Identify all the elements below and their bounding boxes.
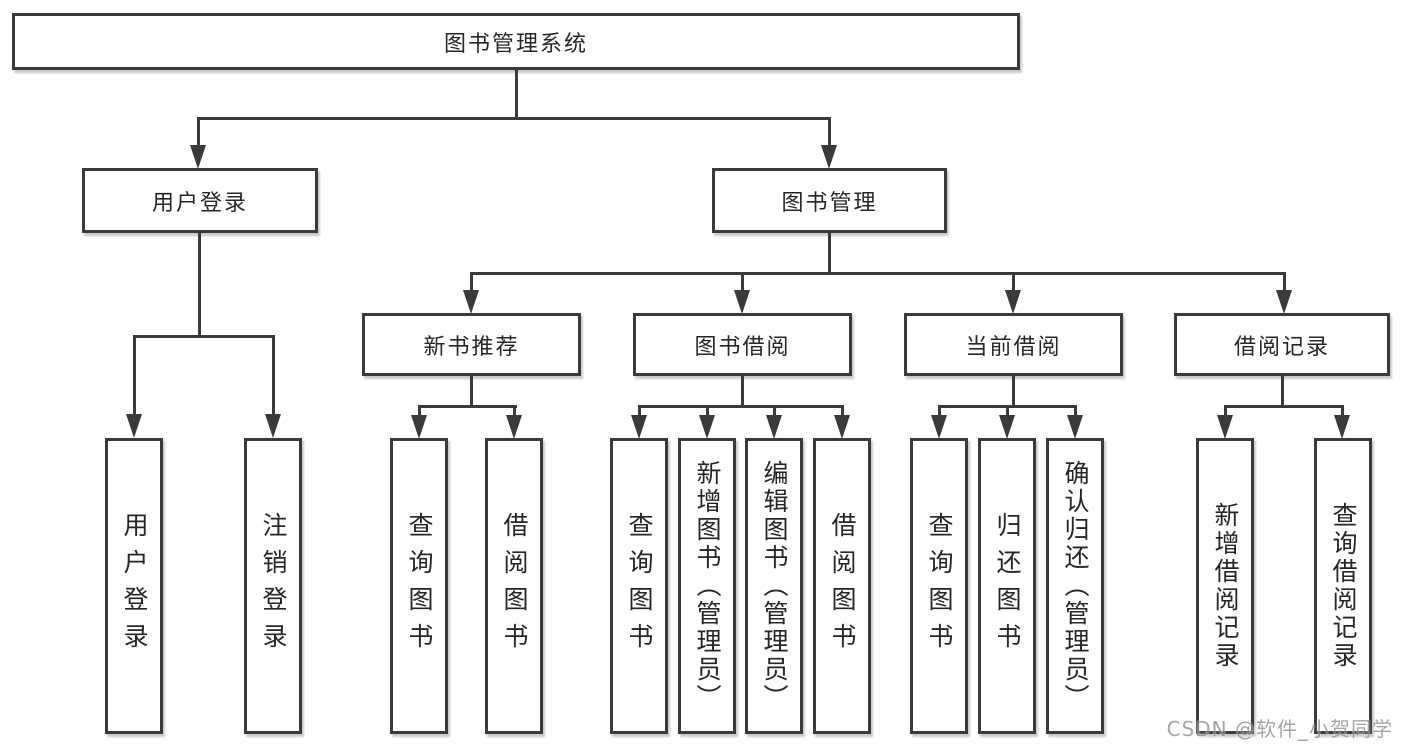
leaf-query-books-recommend-label: 查询图书 bbox=[405, 512, 434, 660]
connector-line bbox=[828, 233, 831, 275]
arrowhead-down-icon bbox=[999, 415, 1015, 439]
connector-line bbox=[638, 405, 844, 408]
connector-line bbox=[1012, 376, 1015, 408]
arrowhead-down-icon bbox=[734, 290, 750, 314]
leaf-logout: 注销登录 bbox=[244, 438, 302, 734]
connector-line bbox=[741, 272, 744, 294]
leaf-add-borrow-record-label: 新增借阅记录 bbox=[1211, 502, 1240, 670]
node-user-login-label: 用户登录 bbox=[151, 190, 248, 216]
connector-line bbox=[773, 405, 776, 419]
connector-line bbox=[638, 405, 641, 419]
node-book-borrowing-label: 图书借阅 bbox=[694, 334, 791, 360]
connector-line bbox=[272, 335, 275, 417]
node-borrowing-records: 借阅记录 bbox=[1174, 313, 1390, 376]
connector-line bbox=[828, 117, 831, 150]
arrowhead-down-icon bbox=[190, 145, 206, 169]
connector-line bbox=[1281, 376, 1284, 408]
leaf-add-borrow-record: 新增借阅记录 bbox=[1196, 438, 1254, 734]
arrowhead-down-icon bbox=[821, 145, 837, 169]
csdn-watermark: CSDN @软件_小贺同学 bbox=[1166, 717, 1393, 741]
arrowhead-down-icon bbox=[1276, 290, 1292, 314]
arrowhead-down-icon bbox=[1067, 415, 1083, 439]
leaf-return-books: 归还图书 bbox=[978, 438, 1036, 734]
leaf-borrow-books-label: 借阅图书 bbox=[828, 512, 857, 660]
leaf-confirm-return-admin-label: 确认归还（管理员） bbox=[1061, 460, 1090, 712]
leaf-user-login: 用户登录 bbox=[105, 438, 163, 734]
connector-line bbox=[1341, 405, 1344, 419]
connector-line bbox=[1283, 272, 1286, 294]
arrowhead-down-icon bbox=[631, 415, 647, 439]
leaf-borrow-books-recommend: 借阅图书 bbox=[485, 438, 543, 734]
connector-line bbox=[515, 70, 518, 119]
connector-line bbox=[471, 272, 1286, 275]
node-book-management: 图书管理 bbox=[712, 168, 947, 233]
node-user-login: 用户登录 bbox=[82, 168, 318, 233]
connector-line bbox=[418, 405, 421, 419]
leaf-logout-label: 注销登录 bbox=[259, 512, 288, 660]
connector-line bbox=[938, 405, 941, 419]
connector-line bbox=[1224, 405, 1227, 419]
arrowhead-down-icon bbox=[834, 415, 850, 439]
leaf-query-books-recommend: 查询图书 bbox=[390, 438, 448, 734]
node-current-borrowing: 当前借阅 bbox=[904, 313, 1123, 376]
arrowhead-down-icon bbox=[506, 415, 522, 439]
node-new-book-recommend-label: 新书推荐 bbox=[423, 334, 520, 360]
arrowhead-down-icon bbox=[1005, 290, 1021, 314]
connector-line bbox=[1006, 405, 1009, 419]
node-book-borrowing: 图书借阅 bbox=[633, 313, 852, 376]
leaf-add-books-admin: 新增图书（管理员） bbox=[678, 438, 736, 734]
arrowhead-down-icon bbox=[463, 290, 479, 314]
connector-line bbox=[197, 117, 831, 120]
node-borrowing-records-label: 借阅记录 bbox=[1233, 334, 1330, 360]
arrowhead-down-icon bbox=[411, 415, 427, 439]
connector-line bbox=[418, 405, 517, 408]
arrowhead-down-icon bbox=[766, 415, 782, 439]
leaf-add-books-admin-label: 新增图书（管理员） bbox=[693, 460, 722, 712]
leaf-confirm-return-admin: 确认归还（管理员） bbox=[1046, 438, 1104, 734]
leaf-query-books-current-label: 查询图书 bbox=[925, 512, 954, 660]
connector-line bbox=[1074, 405, 1077, 419]
connector-line bbox=[133, 335, 275, 338]
connector-line bbox=[197, 117, 200, 150]
leaf-query-books-borrowing-label: 查询图书 bbox=[625, 512, 654, 660]
connector-line bbox=[741, 376, 744, 408]
leaf-edit-books-admin-label: 编辑图书（管理员） bbox=[760, 460, 789, 712]
leaf-query-borrow-record: 查询借阅记录 bbox=[1314, 438, 1372, 734]
node-root: 图书管理系统 bbox=[12, 13, 1020, 70]
arrowhead-down-icon bbox=[931, 415, 947, 439]
connector-line bbox=[513, 405, 516, 419]
connector-line bbox=[706, 405, 709, 419]
arrowhead-down-icon bbox=[126, 414, 142, 438]
leaf-query-books-current: 查询图书 bbox=[910, 438, 968, 734]
connector-line bbox=[1224, 405, 1344, 408]
leaf-query-books-borrowing: 查询图书 bbox=[610, 438, 668, 734]
node-new-book-recommend: 新书推荐 bbox=[362, 313, 581, 376]
leaf-user-login-label: 用户登录 bbox=[120, 512, 149, 660]
arrowhead-down-icon bbox=[699, 415, 715, 439]
leaf-edit-books-admin: 编辑图书（管理员） bbox=[745, 438, 803, 734]
arrowhead-down-icon bbox=[265, 414, 281, 438]
node-root-label: 图书管理系统 bbox=[443, 31, 588, 57]
connector-line bbox=[198, 233, 201, 337]
leaf-borrow-books: 借阅图书 bbox=[813, 438, 871, 734]
connector-line bbox=[1012, 272, 1015, 294]
arrowhead-down-icon bbox=[1217, 415, 1233, 439]
connector-line bbox=[470, 272, 473, 294]
connector-line bbox=[133, 335, 136, 417]
leaf-return-books-label: 归还图书 bbox=[993, 512, 1022, 660]
node-current-borrowing-label: 当前借阅 bbox=[965, 334, 1062, 360]
leaf-borrow-books-recommend-label: 借阅图书 bbox=[500, 512, 529, 660]
connector-line bbox=[841, 405, 844, 419]
leaf-query-borrow-record-label: 查询借阅记录 bbox=[1329, 502, 1358, 670]
connector-line bbox=[470, 376, 473, 408]
arrowhead-down-icon bbox=[1334, 415, 1350, 439]
node-book-management-label: 图书管理 bbox=[781, 190, 878, 216]
